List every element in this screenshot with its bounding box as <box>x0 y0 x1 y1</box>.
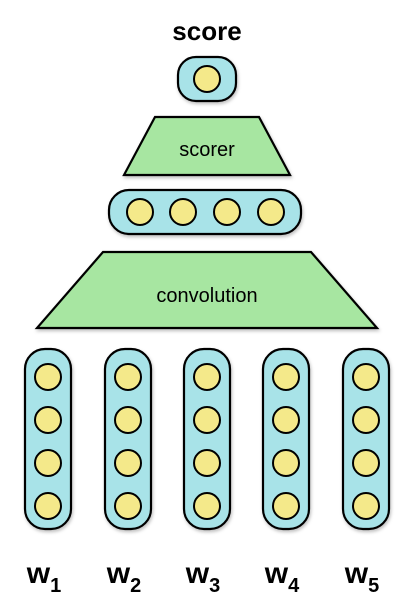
output-vector <box>176 55 238 103</box>
hidden-neuron <box>257 198 285 226</box>
word-neuron <box>34 406 62 434</box>
word-neuron <box>114 492 142 520</box>
word-neuron <box>272 449 300 477</box>
output-neuron <box>193 65 221 93</box>
scorer-label: scorer <box>179 139 235 161</box>
word-neuron <box>114 449 142 477</box>
word-label-1: w1 <box>26 557 61 597</box>
word-vector <box>103 347 153 531</box>
word-vector <box>341 347 391 531</box>
word-neuron <box>272 363 300 391</box>
hidden-neuron <box>126 198 154 226</box>
word-neuron <box>272 492 300 520</box>
word-neuron <box>34 449 62 477</box>
convolution-label: convolution <box>156 285 257 307</box>
word-neuron <box>34 363 62 391</box>
word-label-2: w2 <box>106 557 141 597</box>
word-neuron <box>352 363 380 391</box>
word-neuron <box>114 406 142 434</box>
word-neuron <box>352 492 380 520</box>
word-neuron <box>34 492 62 520</box>
word-vector <box>261 347 311 531</box>
word-label-4: w4 <box>264 557 300 597</box>
word-neuron <box>352 449 380 477</box>
hidden-vector <box>107 188 303 236</box>
score-title: score <box>172 16 241 46</box>
word-neuron <box>193 406 221 434</box>
word-neuron <box>352 406 380 434</box>
word-vector <box>182 347 232 531</box>
scorer-layer: scorer <box>122 115 292 177</box>
word-neuron <box>193 492 221 520</box>
word-label-3: w3 <box>185 557 220 597</box>
convolution-layer: convolution <box>34 250 380 330</box>
hidden-neuron <box>213 198 241 226</box>
word-neuron <box>193 363 221 391</box>
word-neuron <box>272 406 300 434</box>
word-neuron <box>114 363 142 391</box>
word-neuron <box>193 449 221 477</box>
word-label-5: w5 <box>344 557 379 597</box>
hidden-neuron <box>169 198 197 226</box>
word-vector <box>23 347 73 531</box>
